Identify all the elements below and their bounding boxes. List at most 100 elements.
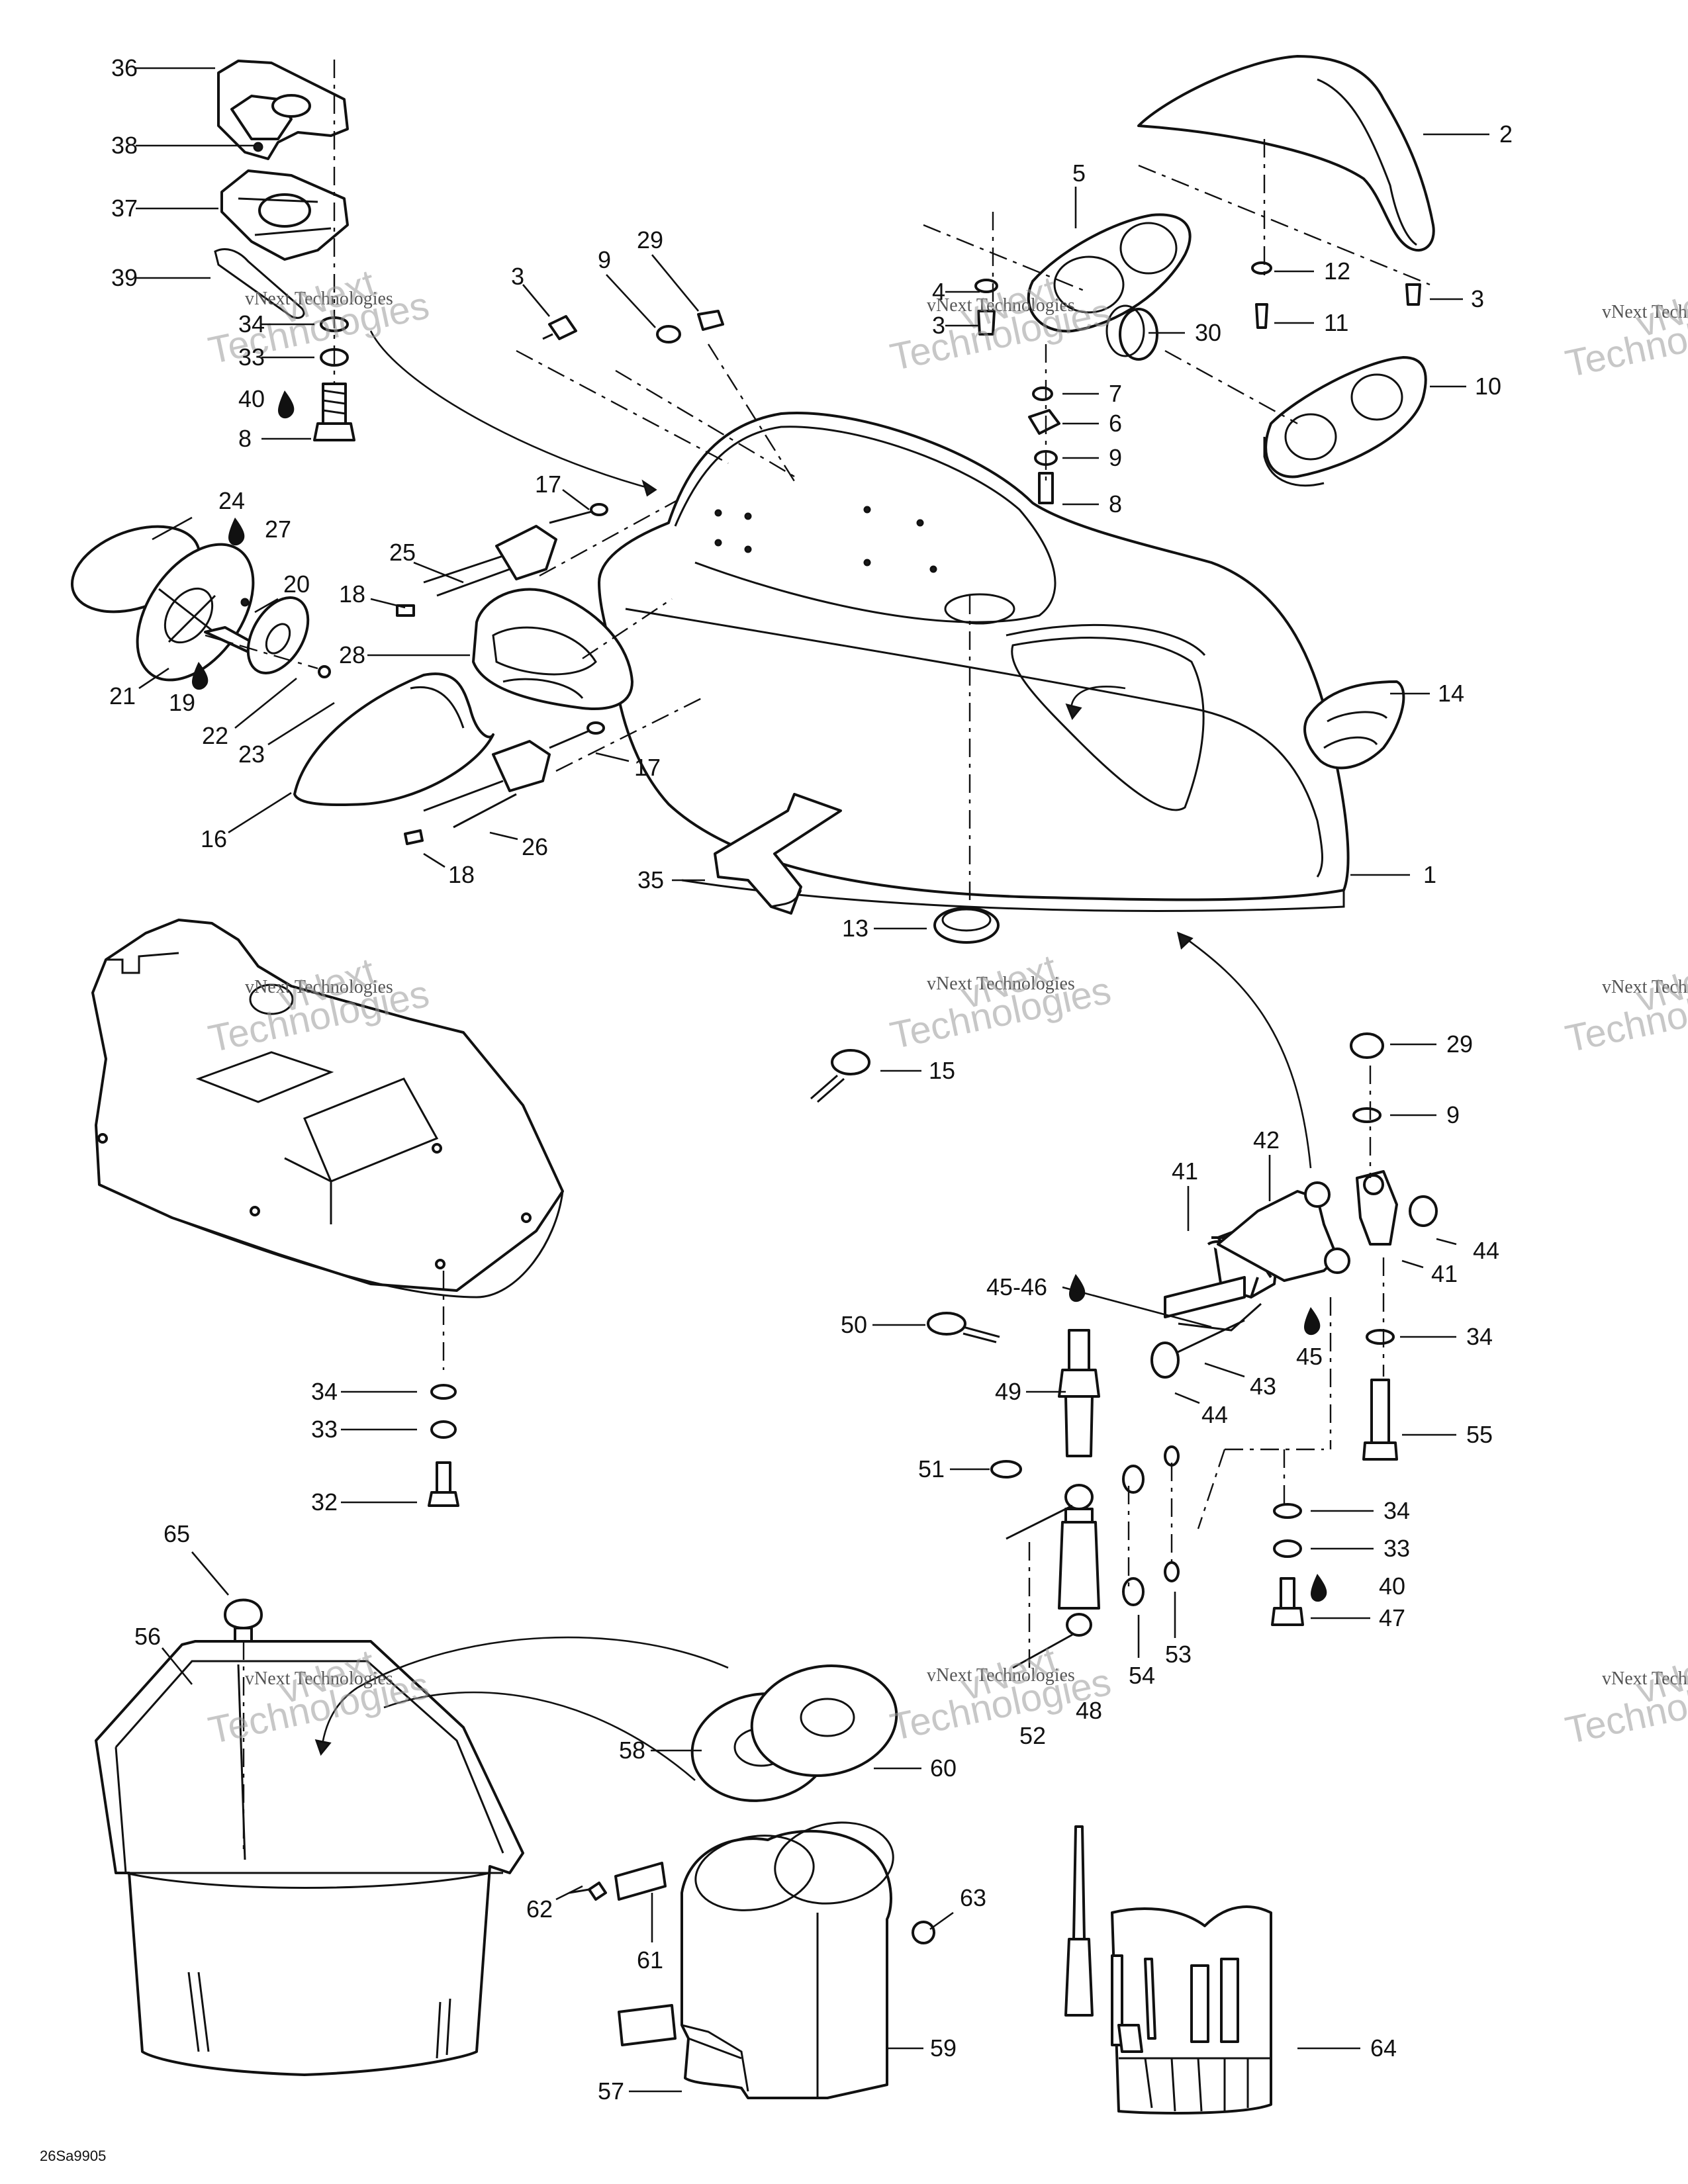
- callout-number: 52: [1019, 1722, 1046, 1749]
- callout-leader: [1436, 1238, 1457, 1246]
- callout-number: 45-46: [986, 1273, 1047, 1300]
- callout-c33b: 33: [311, 1416, 417, 1443]
- callout-c54: 54: [1129, 1615, 1155, 1689]
- callout-number: 9: [1446, 1101, 1460, 1128]
- callout-number: 28: [339, 641, 365, 668]
- callout-c22: 22: [202, 677, 297, 749]
- callout-c18a: 18: [339, 580, 406, 609]
- callout-number: 23: [238, 741, 265, 768]
- callout-number: 5: [1072, 159, 1086, 187]
- callout-leader: [370, 598, 406, 609]
- callout-c27: 27: [265, 516, 291, 543]
- tool-kit: [1064, 1825, 1272, 2115]
- callout-c17a: 17: [535, 471, 590, 511]
- callout-c49: 49: [995, 1378, 1066, 1405]
- callout-number: 57: [598, 2077, 624, 2105]
- callout-leader: [423, 852, 445, 868]
- callout-c9c: 9: [1390, 1101, 1460, 1128]
- callout-c40a: 40: [238, 385, 265, 412]
- callout-c17b: 17: [595, 752, 661, 781]
- callout-leader: [267, 702, 335, 746]
- callout-c44b: 44: [1174, 1392, 1228, 1428]
- callout-c52: 52: [1019, 1722, 1046, 1749]
- callout-c60: 60: [874, 1754, 957, 1782]
- callout-number: 29: [637, 226, 663, 253]
- callout-number: 41: [1431, 1260, 1458, 1287]
- callout-c34c: 34: [311, 1378, 417, 1405]
- callout-number: 47: [1379, 1604, 1405, 1631]
- callout-leader: [606, 274, 656, 328]
- callout-number: 21: [109, 682, 136, 709]
- callout-number: 64: [1370, 2034, 1397, 2062]
- callout-c40b: 40: [1379, 1572, 1405, 1600]
- cable-tie: [810, 1049, 1000, 1343]
- callout-c51: 51: [918, 1455, 990, 1482]
- callout-number: 51: [918, 1455, 945, 1482]
- callout-c3c: 3: [932, 312, 980, 339]
- callout-c3b: 3: [1430, 285, 1484, 312]
- callout-number: 58: [619, 1737, 645, 1764]
- callout-number: 40: [238, 385, 265, 412]
- callout-c33c: 33: [1311, 1535, 1410, 1562]
- callout-number: 16: [201, 825, 227, 852]
- callout-number: 27: [265, 516, 291, 543]
- callout-c23: 23: [238, 702, 335, 768]
- hood-fasteners: [516, 310, 799, 487]
- callout-leader: [191, 1551, 229, 1596]
- callout-c59: 59: [887, 2034, 957, 2062]
- callout-number: 20: [283, 570, 310, 598]
- callout-c30: 30: [1149, 319, 1221, 346]
- callout-number: 42: [1253, 1126, 1280, 1154]
- callout-c8a: 8: [238, 425, 311, 452]
- callout-leader: [929, 1911, 954, 1931]
- diagram-code: 26Sa9905: [40, 2148, 106, 2164]
- callout-number: 50: [841, 1311, 867, 1338]
- callout-leader: [234, 677, 297, 729]
- callout-c3a: 3: [511, 263, 550, 317]
- callout-number: 36: [111, 54, 138, 81]
- callout-c43: 43: [1204, 1362, 1276, 1400]
- callout-number: 8: [1109, 490, 1122, 518]
- callout-leader: [1204, 1362, 1245, 1378]
- callout-c34d: 34: [1311, 1497, 1410, 1524]
- callout-c10: 10: [1430, 373, 1501, 400]
- callout-number: 56: [134, 1623, 161, 1650]
- gauge-ring: [1105, 304, 1158, 361]
- callout-leader: [1062, 1286, 1212, 1328]
- callout-number: 44: [1473, 1237, 1499, 1264]
- callout-c9b: 9: [1062, 444, 1122, 471]
- callout-leader: [595, 752, 630, 762]
- callout-number: 3: [511, 263, 524, 290]
- callout-c53: 53: [1165, 1592, 1192, 1668]
- callout-c41a: 41: [1172, 1158, 1198, 1231]
- callout-c8b: 8: [1062, 490, 1122, 518]
- callout-c48: 48: [1076, 1697, 1102, 1724]
- callout-c29a: 29: [637, 226, 700, 312]
- callout-leader: [1401, 1259, 1424, 1269]
- callout-number: 4: [932, 278, 945, 305]
- callout-number: 44: [1201, 1401, 1228, 1428]
- callout-number: 62: [526, 1895, 553, 1923]
- callout-c45: 45: [1296, 1343, 1323, 1370]
- callout-number: 17: [535, 471, 561, 498]
- callout-number: 37: [111, 195, 138, 222]
- callout-c16: 16: [201, 792, 292, 852]
- callout-number: 34: [1466, 1323, 1493, 1350]
- callout-c42: 42: [1253, 1126, 1280, 1201]
- callout-leader: [1174, 1392, 1200, 1404]
- callout-leader: [522, 284, 550, 317]
- callout-number: 14: [1438, 680, 1464, 707]
- callout-number: 34: [238, 310, 265, 338]
- callout-number: 1: [1423, 861, 1436, 888]
- callout-number: 3: [1471, 285, 1484, 312]
- callout-c29b: 29: [1390, 1030, 1473, 1058]
- callout-leader: [651, 254, 700, 312]
- mirror-brackets: [396, 498, 702, 845]
- callout-number: 15: [929, 1057, 955, 1084]
- callout-number: 33: [238, 343, 265, 371]
- callout-number: 63: [960, 1884, 986, 1911]
- callout-number: 61: [637, 1946, 663, 1974]
- callout-c28: 28: [339, 641, 470, 668]
- callout-number: 13: [842, 915, 868, 942]
